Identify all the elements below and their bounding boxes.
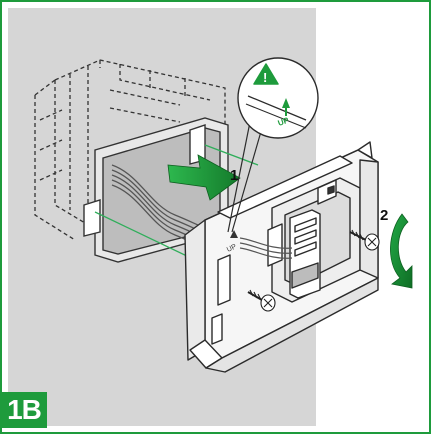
- step-2-label: 2: [380, 207, 388, 224]
- box-front: [83, 117, 229, 263]
- screw-left: [247, 289, 276, 312]
- flush-box: [34, 59, 226, 241]
- callout-up-label: UP: [277, 115, 291, 127]
- cable-into-plate: [239, 237, 293, 259]
- screw-right: [349, 229, 380, 251]
- callout-pointer: [227, 121, 263, 233]
- step-1-label: 1: [230, 167, 238, 184]
- rotate-arrow: [390, 213, 413, 289]
- plate-up-mark: UP: [226, 230, 238, 254]
- warning-icon: !: [253, 63, 279, 85]
- warning-symbol: !: [263, 70, 267, 85]
- insert-arrow: [167, 154, 241, 201]
- step-badge: 1B: [1, 392, 47, 428]
- plate-up-label: UP: [226, 243, 238, 254]
- callout-detail: [245, 95, 307, 129]
- mounting-plate: [184, 141, 379, 373]
